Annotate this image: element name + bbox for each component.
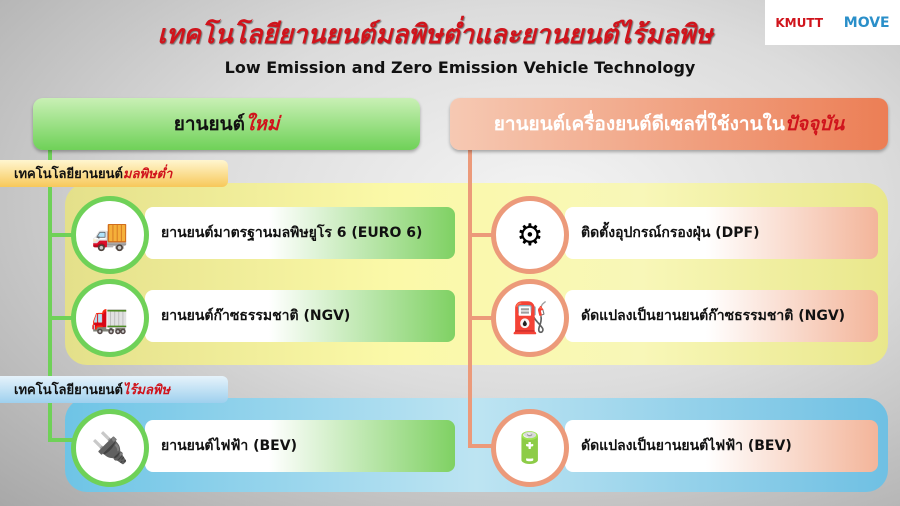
- connector: [48, 233, 78, 237]
- header-text: ยานยนต์: [173, 113, 245, 135]
- connector: [48, 316, 78, 320]
- item-bev: ยานยนต์ไฟฟ้า (BEV): [145, 420, 455, 472]
- current-diesel-header: ยานยนต์เครื่องยนต์ดีเซลที่ใช้งานในปัจจุบ…: [450, 98, 888, 150]
- page-subtitle: Low Emission and Zero Emission Vehicle T…: [224, 58, 696, 77]
- dpf-filter-icon: ⚙: [491, 196, 569, 274]
- logo-area: KMUTT MOVE: [765, 0, 900, 45]
- electric-truck-icon: 🔌: [71, 409, 149, 487]
- connector: [468, 316, 498, 320]
- item-ngv-conversion: ดัดแปลงเป็นยานยนต์ก๊าซธรรมชาติ (NGV): [565, 290, 878, 342]
- zero-emission-label: เทคโนโลยียานยนต์ไร้มลพิษ: [0, 376, 228, 403]
- label-text: เทคโนโลยียานยนต์: [14, 383, 123, 398]
- connector: [48, 438, 78, 442]
- connector: [468, 444, 498, 448]
- low-emission-label: เทคโนโลยียานยนต์มลพิษต่ำ: [0, 160, 228, 187]
- item-bev-conversion: ดัดแปลงเป็นยานยนต์ไฟฟ้า (BEV): [565, 420, 878, 472]
- new-vehicles-header: ยานยนต์ใหม่: [33, 98, 420, 150]
- item-ngv: ยานยนต์ก๊าซธรรมชาติ (NGV): [145, 290, 455, 342]
- item-dpf: ติดตั้งอุปกรณ์กรองฝุ่น (DPF): [565, 207, 878, 259]
- header-highlight: ใหม่: [244, 113, 280, 135]
- ngv-truck-icon: 🚛: [71, 279, 149, 357]
- label-highlight: ไร้มลพิษ: [122, 383, 171, 398]
- header-highlight: ปัจจุบัน: [784, 113, 845, 135]
- item-euro6: ยานยนต์มาตรฐานมลพิษยูโร 6 (EURO 6): [145, 207, 455, 259]
- ev-conversion-kit-icon: 🔋: [491, 409, 569, 487]
- label-text: เทคโนโลยียานยนต์: [14, 167, 123, 182]
- euro6-truck-icon: 🚚: [71, 196, 149, 274]
- kmutt-logo: KMUTT: [775, 15, 824, 30]
- page-title: เทคโนโลยียานยนต์มลพิษต่ำและยานยนต์ไร้มลพ…: [157, 20, 713, 50]
- ngv-conversion-kit-icon: ⛽: [491, 279, 569, 357]
- move-logo: MOVE: [843, 14, 890, 31]
- connector: [468, 233, 498, 237]
- header-text: ยานยนต์เครื่องยนต์ดีเซลที่ใช้งานใน: [493, 113, 785, 135]
- label-highlight: มลพิษต่ำ: [122, 167, 173, 182]
- right-connector-line: [468, 148, 472, 448]
- left-connector-line: [48, 150, 52, 442]
